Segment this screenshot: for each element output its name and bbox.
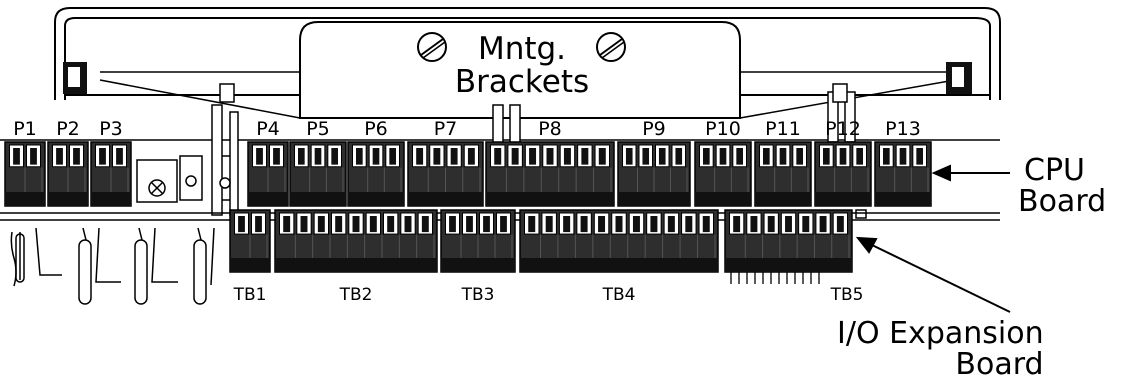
connector-label-p6: P6 <box>364 118 388 140</box>
connector-label-p13: P13 <box>885 118 921 140</box>
terminal-block-label-tb5: TB5 <box>830 285 864 305</box>
connector-label-p8: P8 <box>538 118 562 140</box>
connector-block-p8 <box>485 141 615 207</box>
screw-icon <box>417 32 447 62</box>
connector-label-p11: P11 <box>765 118 801 140</box>
terminal-block-tb5 <box>724 209 853 273</box>
standoff-posts <box>211 83 856 216</box>
connector-block-p3 <box>90 141 132 207</box>
bracket-title-line2: Brackets <box>454 64 590 100</box>
cpu-connector-blocks <box>4 141 932 207</box>
connector-label-p3: P3 <box>99 118 123 140</box>
cpu-board-label: CPU Board <box>1018 155 1106 217</box>
connector-label-p9: P9 <box>642 118 666 140</box>
connector-label-p10: P10 <box>705 118 741 140</box>
io-board-label: I/O Expansion Board <box>837 318 1044 380</box>
led-icons <box>185 175 231 189</box>
terminal-block-tb2 <box>274 209 438 273</box>
bracket-clip-left <box>63 62 87 94</box>
connector-label-p2: P2 <box>56 118 80 140</box>
cpu-board-label-line2: Board <box>1018 184 1107 219</box>
arrowhead-icon <box>931 164 951 182</box>
terminal-block-tb3 <box>440 209 516 273</box>
terminal-block-label-tb4: TB4 <box>602 285 636 305</box>
connector-block-p13 <box>874 141 932 207</box>
io-board-label-line1: I/O Expansion <box>837 316 1044 351</box>
connector-label-p4: P4 <box>256 118 280 140</box>
connector-block-p6 <box>347 141 405 207</box>
terminal-block-label-tb2: TB2 <box>339 285 373 305</box>
connector-block-p5 <box>289 141 347 207</box>
terminal-block-label-tb1: TB1 <box>233 285 267 305</box>
connector-label-p7: P7 <box>433 118 458 140</box>
connector-block-p10 <box>694 141 752 207</box>
mounting-bracket-frame <box>54 7 1001 119</box>
connector-block-p4 <box>247 141 289 207</box>
connector-block-p11 <box>754 141 812 207</box>
bracket-title: Mntg. Brackets <box>455 33 589 99</box>
connector-label-p5: P5 <box>306 118 330 140</box>
pot-adjust-icon <box>148 179 166 197</box>
bracket-center-plate <box>299 21 741 119</box>
header-pins <box>730 270 820 284</box>
cpu-board-label-line1: CPU <box>1024 153 1085 188</box>
io-board-label-line2: Board <box>955 347 1044 382</box>
bracket-title-line1: Mntg. <box>477 31 567 67</box>
connector-label-p1: P1 <box>13 118 37 140</box>
connector-block-p12 <box>814 141 872 207</box>
terminal-block-tb1 <box>229 209 271 273</box>
cpu-callout-arrow <box>931 164 1010 182</box>
fuse-clips <box>10 227 215 305</box>
arrowhead-icon <box>855 236 878 254</box>
connector-block-p7 <box>407 141 484 207</box>
connector-block-p9 <box>617 141 691 207</box>
terminal-block-tb4 <box>519 209 719 273</box>
terminal-block-label-tb3: TB3 <box>461 285 495 305</box>
terminal-block-row <box>229 209 853 273</box>
connector-label-p12: P12 <box>825 118 861 140</box>
connector-block-p1 <box>4 141 46 207</box>
connector-block-p2 <box>47 141 89 207</box>
io-callout-arrow <box>855 236 1011 313</box>
bracket-clip-right <box>946 62 972 94</box>
screw-icon <box>596 32 626 62</box>
